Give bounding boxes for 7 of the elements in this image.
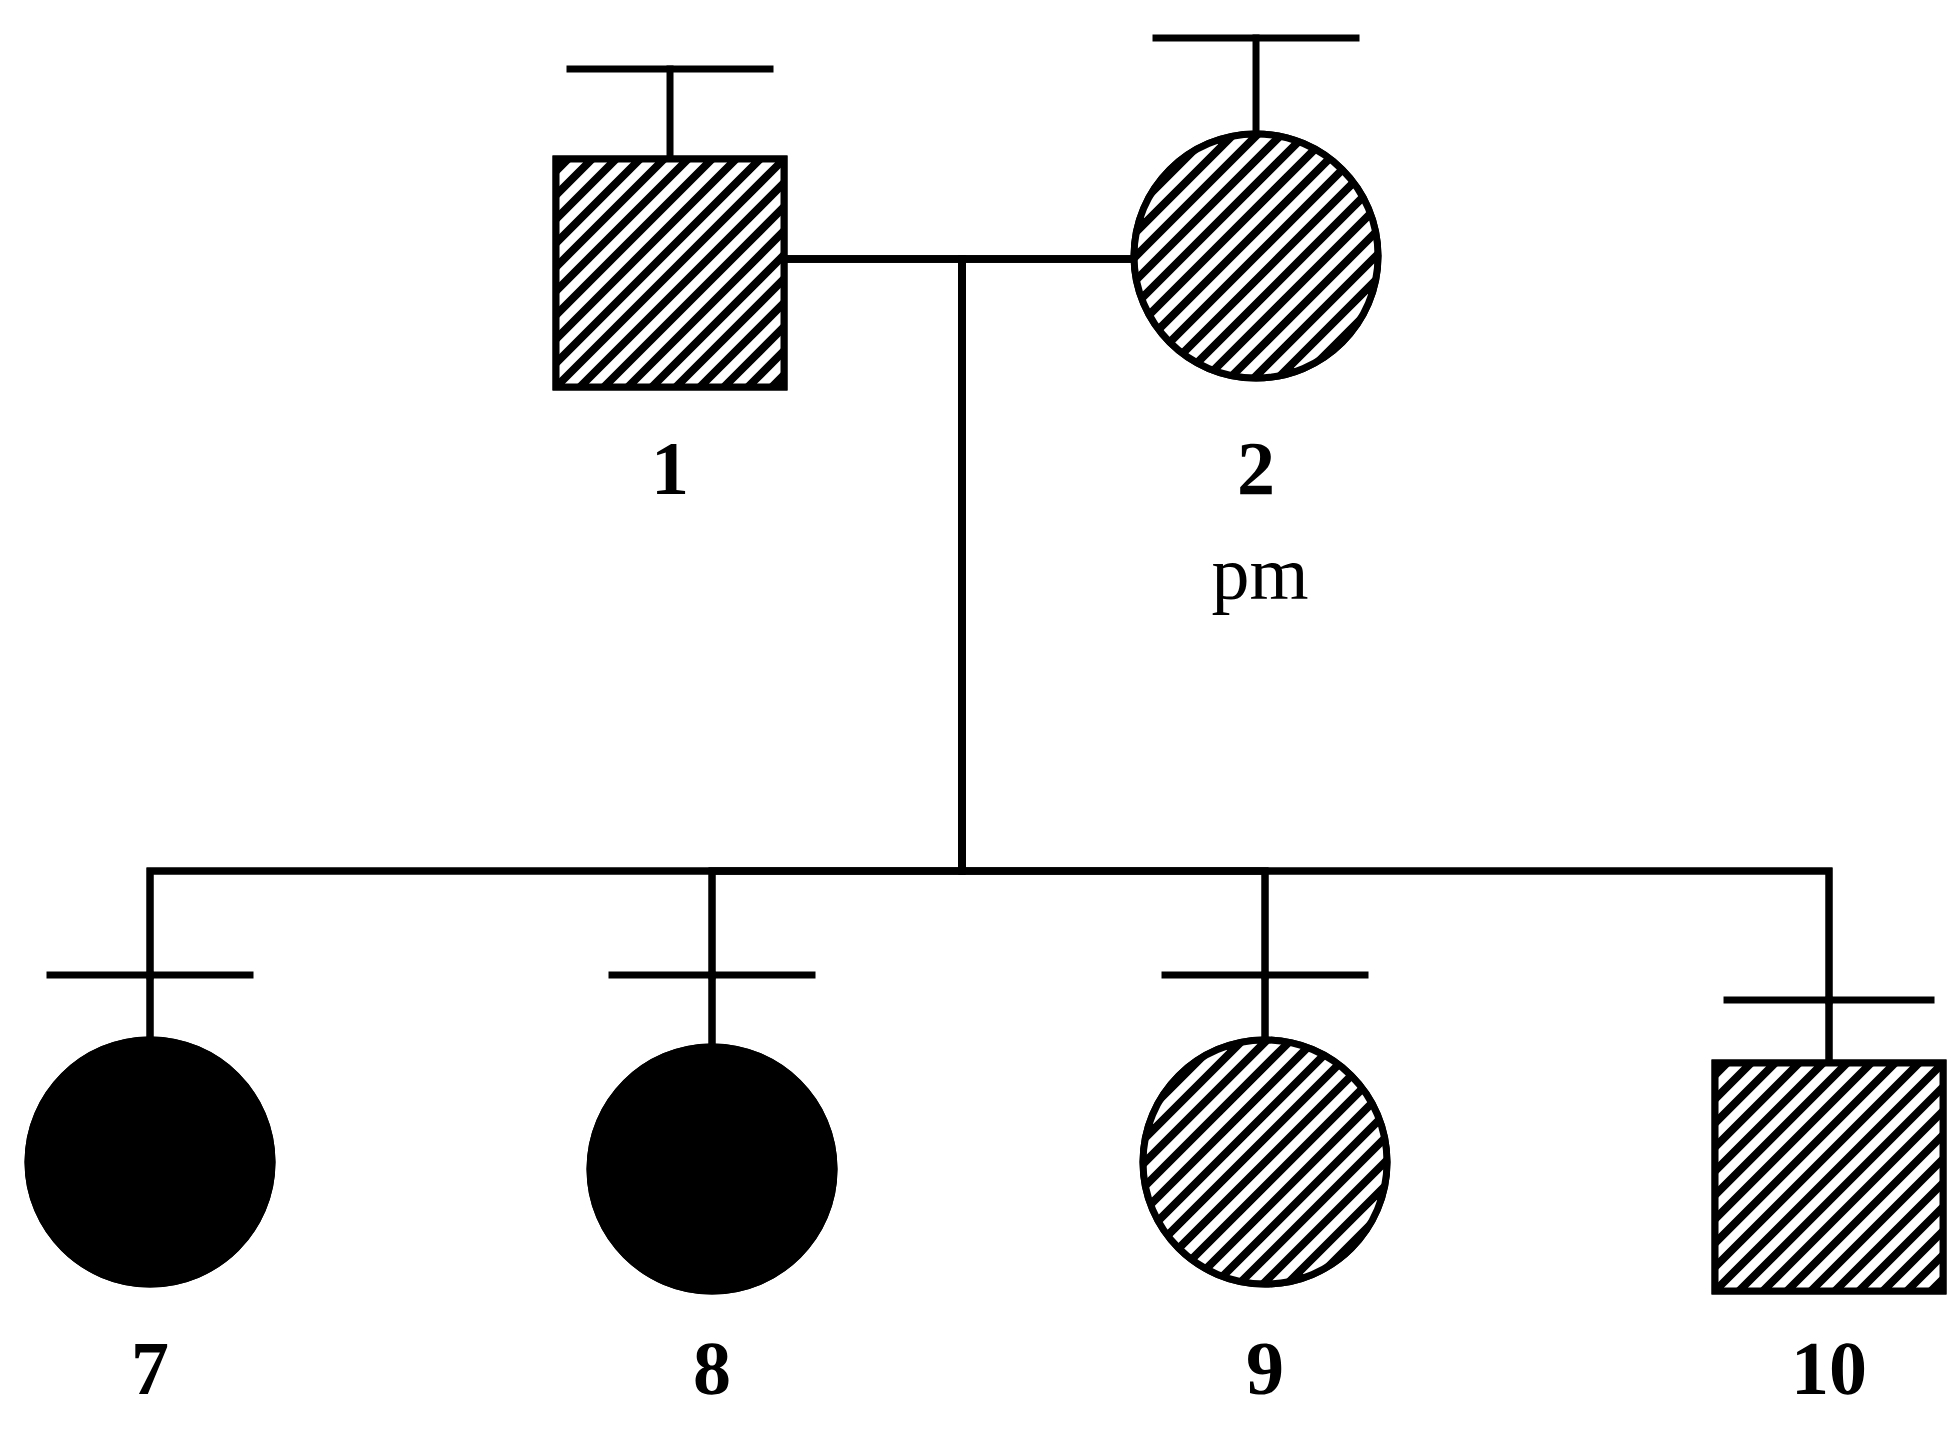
individual-number: 10 bbox=[1797, 1343, 1865, 1395]
genotype-label: pm bbox=[1212, 563, 1308, 615]
individual-number: 8 bbox=[695, 1343, 729, 1395]
individual-number: 2 bbox=[1240, 443, 1272, 495]
individual-number: 9 bbox=[1248, 1343, 1282, 1395]
individual-number: 7 bbox=[135, 1344, 168, 1394]
individual-number: 1 bbox=[657, 443, 686, 495]
